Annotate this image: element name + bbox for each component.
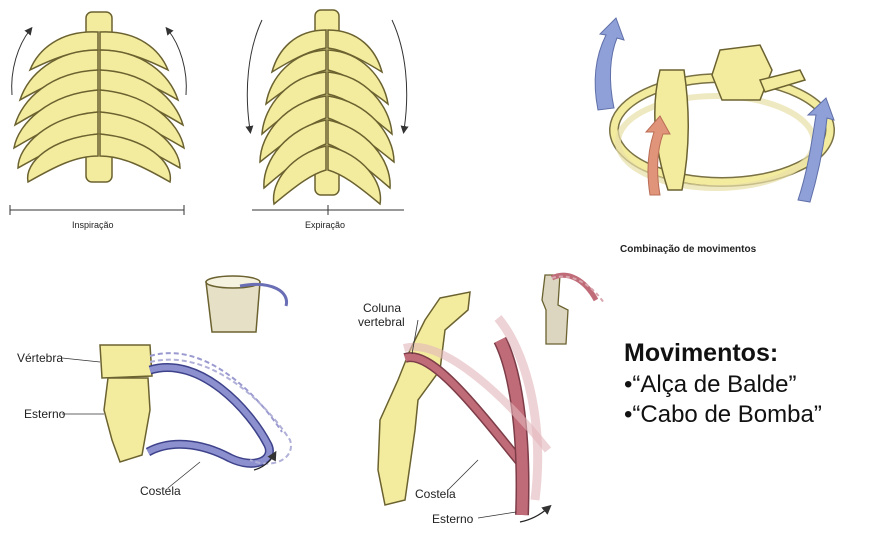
label-combinacao: Combinação de movimentos [620,244,756,255]
movements-title: Movimentos: [624,338,822,368]
label-esterno-right: Esterno [432,512,473,526]
label-costela-right: Costela [415,487,456,501]
movement-item-pump-handle: •“Cabo de Bomba” [624,400,822,430]
label-vertebra: Vértebra [17,351,63,365]
movement-item-bucket-handle: •“Alça de Balde” [624,370,822,400]
label-inspiracao: Inspiração [72,220,114,230]
ribcage-inspiration [14,12,184,182]
pump-handle-diagram [378,275,604,522]
bucket-handle-diagram [62,276,291,488]
label-costela-left: Costela [140,484,181,498]
label-esterno-left: Esterno [24,407,65,421]
label-coluna-line1: Coluna [363,301,401,315]
movements-list: Movimentos: •“Alça de Balde” •“Cabo de B… [624,338,822,430]
label-coluna-line2: vertebral [358,315,405,329]
combined-movement-diagram [595,18,834,202]
ribcage-expiration [260,10,394,204]
label-expiracao: Expiração [305,220,345,230]
